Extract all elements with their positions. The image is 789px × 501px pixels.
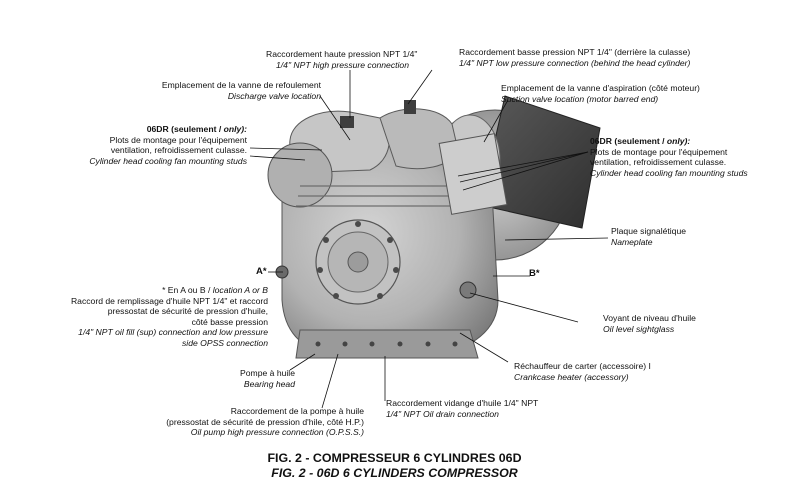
- marker-b: B*: [529, 268, 540, 279]
- label-nameplate-en: Nameplate: [611, 236, 653, 247]
- label-studs-left-title: 06DR (seulement / only):: [146, 124, 247, 134]
- label-oil-fill-fr2: pressostat de sécurité de pression d'hui…: [107, 306, 268, 317]
- label-suction-valve-en: Suction valve location (motor barred end…: [501, 93, 659, 104]
- marker-a: A*: [256, 266, 267, 277]
- label-pump-connection-en: Oil pump high pressure connection (O.P.S…: [190, 427, 364, 438]
- label-drain: Raccordement vidange d'huile 1/4" NPT 1/…: [386, 398, 538, 419]
- label-pump-connection-fr1: Raccordement de la pompe à huile: [230, 406, 364, 416]
- label-studs-left-en: Cylinder head cooling fan mounting studs: [89, 155, 247, 166]
- label-studs-right-fr1: Plots de montage pour l'équipement: [590, 146, 728, 157]
- label-high-pressure-en: 1/4" NPT high pressure connection: [276, 59, 409, 70]
- label-drain-fr: Raccordement vidange d'huile 1/4" NPT: [386, 398, 539, 408]
- label-high-pressure-fr: Raccordement haute pression NPT 1/4": [266, 49, 418, 59]
- label-sightglass-fr: Voyant de niveau d'huile: [603, 313, 696, 323]
- suction-valve-box: [438, 133, 508, 215]
- label-oil-fill-en1: 1/4" NPT oil fill (sup) connection and l…: [78, 327, 268, 338]
- label-studs-left-fr2: ventilation, refroidissement culasse.: [110, 145, 247, 156]
- label-sightglass-en: Oil level sightglass: [603, 323, 675, 334]
- label-low-pressure-fr: Raccordement basse pression NPT 1/4" (de…: [459, 47, 691, 57]
- label-discharge-valve-en: Discharge valve location: [227, 90, 321, 101]
- label-studs-right-fr2: ventilation, refroidissement culasse.: [590, 157, 727, 168]
- label-discharge-valve: Emplacement de la vanne de refoulement D…: [162, 80, 321, 101]
- label-pump-en: Bearing head: [243, 378, 295, 389]
- crankcase: [267, 100, 508, 359]
- caption-en: FIG. 2 - 06D 6 CYLINDERS COMPRESSOR: [271, 466, 518, 480]
- label-oil-fill-en2: side OPSS connection: [182, 337, 268, 348]
- label-oil-fill: * En A ou B / location A or B Raccord de…: [71, 285, 268, 349]
- high-pressure-fitting: [340, 116, 354, 128]
- label-oil-fill-fr1: Raccord de remplissage d'huile NPT 1/4" …: [70, 295, 268, 306]
- label-studs-left-fr1: Plots de montage pour l'équipement: [109, 134, 247, 145]
- label-pump-connection-fr2: (pressostat de sécurité de pression d'hi…: [166, 416, 364, 427]
- label-nameplate-fr: Plaque signalétique: [611, 226, 687, 236]
- label-low-pressure: Raccordement basse pression NPT 1/4" (de…: [459, 47, 690, 68]
- label-sightglass: Voyant de niveau d'huile Oil level sight…: [603, 313, 696, 334]
- label-oil-fill-fr3: côté basse pression: [191, 316, 268, 327]
- label-nameplate: Plaque signalétique Nameplate: [611, 226, 686, 247]
- label-heater: Réchauffeur de carter (accessoire) I Cra…: [514, 361, 651, 382]
- label-suction-valve-fr: Emplacement de la vanne d'aspiration (cô…: [501, 83, 700, 93]
- label-heater-fr: Réchauffeur de carter (accessoire) I: [514, 361, 651, 371]
- label-suction-valve: Emplacement de la vanne d'aspiration (cô…: [501, 83, 700, 104]
- label-pump-connection: Raccordement de la pompe à huile (presso…: [166, 406, 364, 438]
- label-studs-right: 06DR (seulement / only): Plots de montag…: [590, 136, 748, 178]
- label-low-pressure-en: 1/4" NPT low pressure connection (behind…: [459, 57, 691, 68]
- label-pump-fr: Pompe à huile: [240, 368, 295, 378]
- label-pump: Pompe à huile Bearing head: [240, 368, 295, 389]
- oil-pan: [295, 329, 479, 359]
- label-discharge-valve-fr: Emplacement de la vanne de refoulement: [161, 80, 321, 90]
- label-drain-en: 1/4" NPT Oil drain connection: [386, 408, 499, 419]
- label-studs-right-title: 06DR (seulement / only):: [590, 136, 691, 146]
- label-studs-left: 06DR (seulement / only): Plots de montag…: [89, 124, 247, 166]
- sightglass-fitting: [459, 281, 477, 299]
- label-oil-fill-location: * En A ou B / location A or B: [162, 285, 268, 295]
- label-high-pressure: Raccordement haute pression NPT 1/4" 1/4…: [266, 49, 417, 70]
- caption-fr: FIG. 2 - COMPRESSEUR 6 CYLINDRES 06D: [267, 451, 522, 465]
- leader-lines: [249, 69, 609, 409]
- label-studs-right-en: Cylinder head cooling fan mounting studs: [590, 167, 748, 178]
- label-heater-en: Crankcase heater (accessory): [514, 371, 629, 382]
- low-pressure-fitting: [404, 100, 416, 114]
- fan-housing: [267, 142, 333, 208]
